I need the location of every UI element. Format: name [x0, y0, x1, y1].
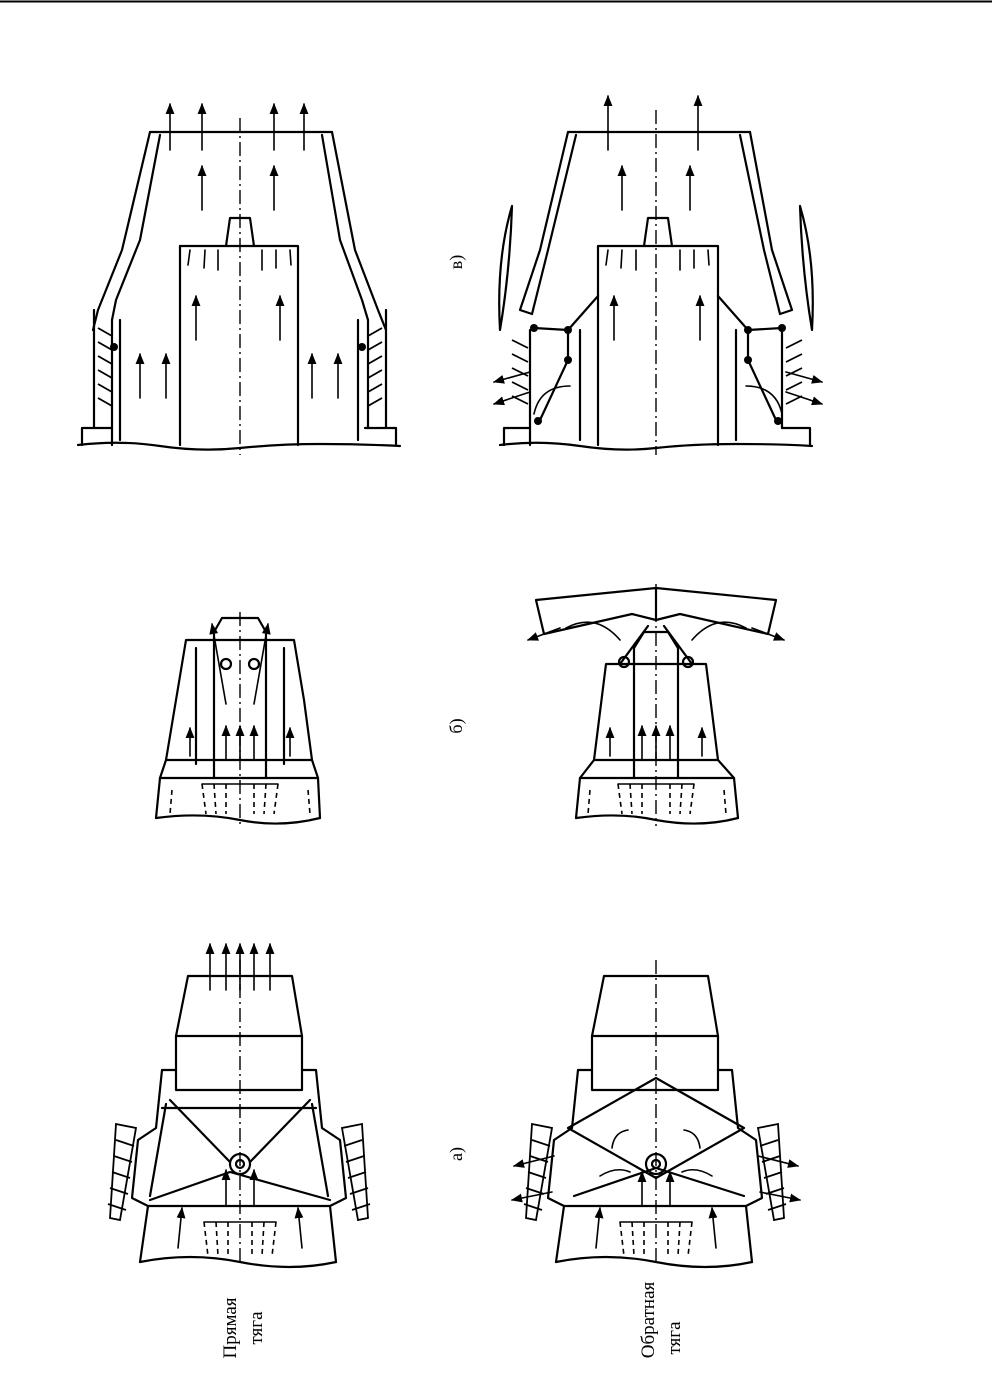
diagram-a-forward	[108, 944, 370, 1267]
label-forward-line1: Прямая	[220, 1297, 241, 1358]
label-v: в)	[446, 255, 467, 270]
diagram-b-reverse	[528, 584, 784, 826]
diagram-b-forward	[156, 612, 320, 826]
diagram-a-reverse	[512, 960, 800, 1267]
diagram-v-reverse	[494, 96, 822, 455]
label-reverse-line2: тяга	[664, 1321, 685, 1355]
label-a: а)	[446, 1147, 467, 1161]
diagram-v-forward	[78, 104, 400, 455]
label-reverse-line1: Обратная	[638, 1282, 659, 1359]
label-b: б)	[446, 718, 467, 733]
label-forward-line2: тяга	[246, 1311, 267, 1345]
